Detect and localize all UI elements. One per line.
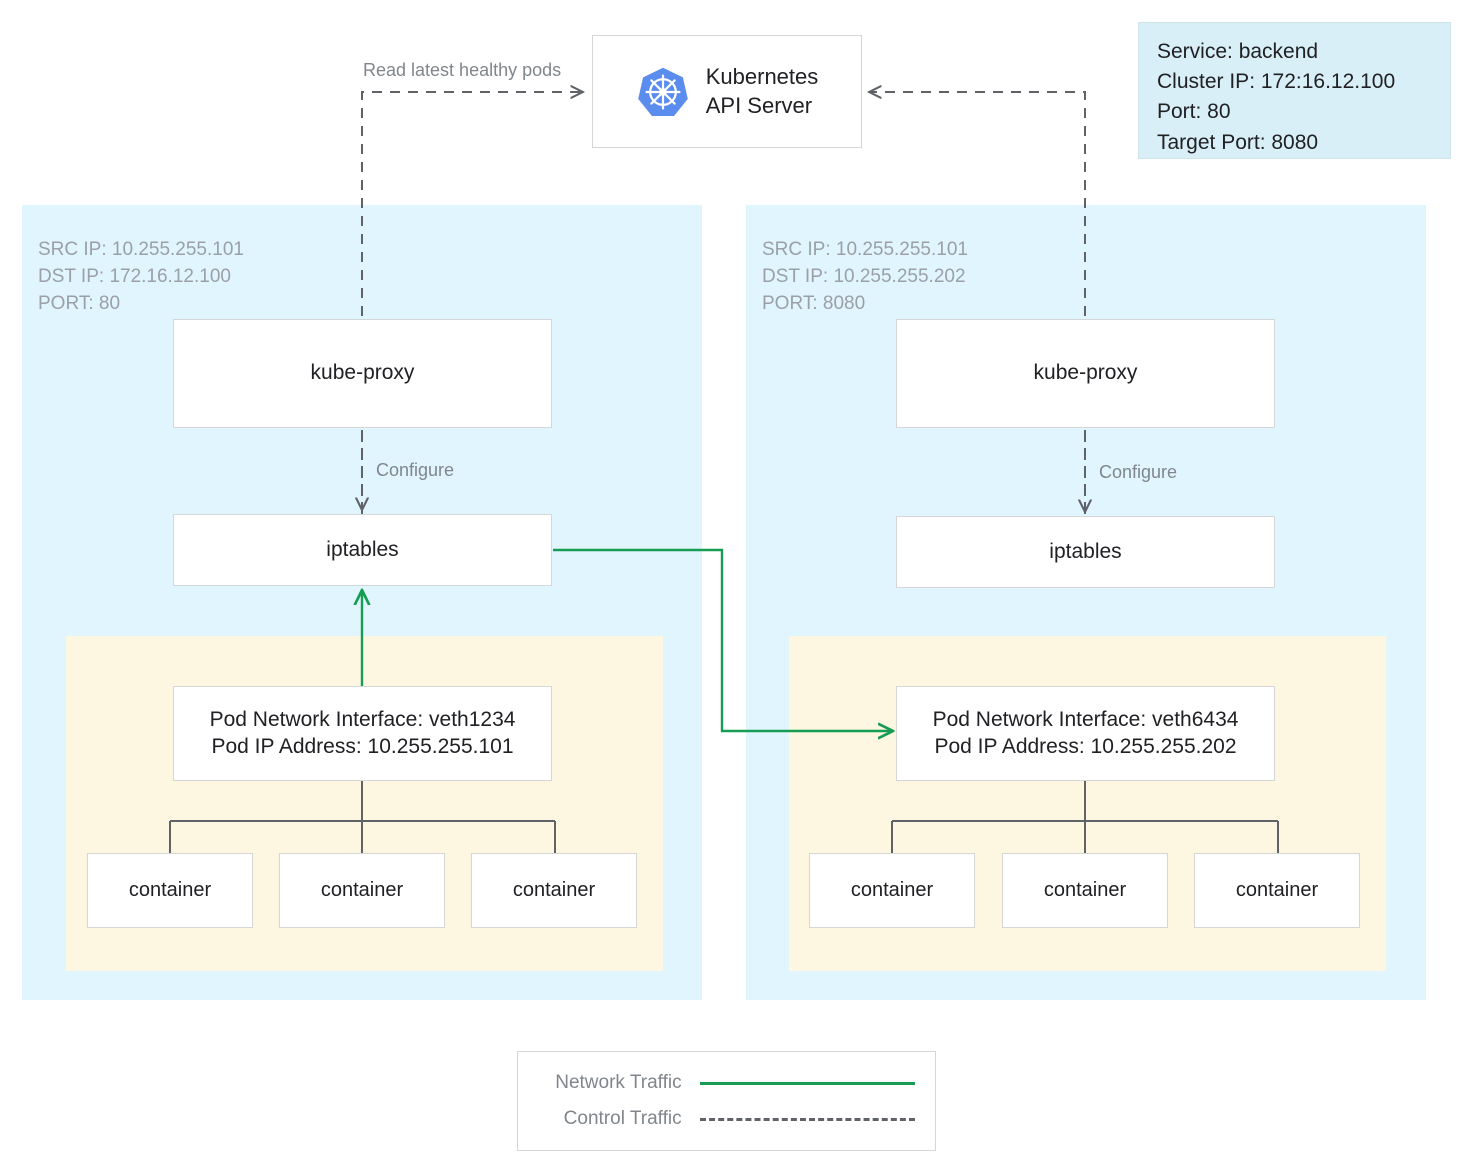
container-label: container bbox=[320, 878, 404, 901]
container-box[interactable]: container bbox=[1002, 853, 1168, 928]
node-meta-left: SRC IP: 10.255.255.101 DST IP: 172.16.12… bbox=[38, 239, 244, 314]
legend-label-control-traffic: Control Traffic bbox=[563, 1108, 682, 1129]
iptables-box-left[interactable]: iptables bbox=[173, 514, 552, 586]
kube-proxy-box-right[interactable]: kube-proxy bbox=[896, 319, 1275, 428]
api-server-label: Kubernetes API Server bbox=[705, 63, 819, 118]
pod-network-interface-label-right: Pod Network Interface: veth6434 Pod IP A… bbox=[932, 707, 1239, 758]
container-label: container bbox=[850, 878, 934, 901]
legend-label-network-traffic: Network Traffic bbox=[555, 1072, 682, 1093]
legend: Network Traffic Control Traffic bbox=[517, 1051, 936, 1151]
container-box[interactable]: container bbox=[809, 853, 975, 928]
container-box[interactable]: container bbox=[471, 853, 637, 928]
pod-network-interface-label-left: Pod Network Interface: veth1234 Pod IP A… bbox=[209, 707, 516, 758]
kube-proxy-box-left[interactable]: kube-proxy bbox=[173, 319, 552, 428]
pod-network-interface-box-right[interactable]: Pod Network Interface: veth6434 Pod IP A… bbox=[896, 686, 1275, 781]
kube-proxy-label-right: kube-proxy bbox=[1033, 361, 1138, 385]
service-info-callout: Service: backend Cluster IP: 172:16.12.1… bbox=[1138, 22, 1451, 159]
pod-network-interface-box-left[interactable]: Pod Network Interface: veth1234 Pod IP A… bbox=[173, 686, 552, 781]
container-box[interactable]: container bbox=[87, 853, 253, 928]
container-label: container bbox=[512, 878, 596, 901]
container-label: container bbox=[1235, 878, 1319, 901]
edge-label-read-latest-healthy-pods: Read latest healthy pods bbox=[363, 60, 562, 80]
iptables-label-right: iptables bbox=[1049, 539, 1122, 563]
kubernetes-logo-icon bbox=[636, 65, 690, 119]
legend-swatch-network-traffic bbox=[699, 1081, 915, 1085]
node-meta-right: SRC IP: 10.255.255.101 DST IP: 10.255.25… bbox=[762, 239, 968, 314]
legend-item-network-traffic: Network Traffic bbox=[532, 1072, 915, 1094]
iptables-label-left: iptables bbox=[326, 537, 399, 561]
container-label: container bbox=[128, 878, 212, 901]
edge-label-configure-right: Configure bbox=[1099, 462, 1178, 482]
edge-label-configure-left: Configure bbox=[376, 460, 455, 480]
container-box[interactable]: container bbox=[279, 853, 445, 928]
container-label: container bbox=[1043, 878, 1127, 901]
kube-proxy-label-left: kube-proxy bbox=[310, 361, 415, 385]
iptables-box-right[interactable]: iptables bbox=[896, 516, 1275, 588]
legend-swatch-control-traffic bbox=[699, 1117, 915, 1121]
container-box[interactable]: container bbox=[1194, 853, 1360, 928]
legend-item-control-traffic: Control Traffic bbox=[532, 1108, 915, 1130]
kubernetes-api-server-box[interactable]: Kubernetes API Server bbox=[592, 35, 862, 148]
